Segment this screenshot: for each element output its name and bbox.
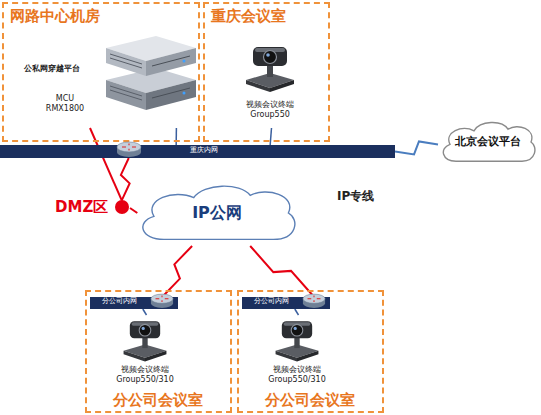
node-label: 分公司内网 [254,297,289,306]
connector [143,309,147,315]
node-label: 公私网穿越平台 [24,64,80,74]
room-title: 重庆会议室 [211,7,286,25]
node-label: 分公司内网 [102,297,137,306]
lan-bar: 分公司内网 [242,297,330,309]
room-title: 网路中心机房 [10,7,100,25]
room-title: 分公司会议室 [239,391,381,409]
mcu-icon [98,30,198,115]
camera-icon [270,315,324,365]
cloud-node: 北京会议平台 [438,118,538,166]
video-terminal: 视频会议终端 Group550/310 [110,315,183,387]
node-label: 北京会议平台 [455,135,521,148]
node-label: 视频会议终端 Group550 [225,100,315,119]
node-label: 重庆内网 [190,145,218,155]
video-terminal: 视频会议终端 Group550/310 [262,315,335,387]
cloud-node: IP公网 [134,180,300,246]
node-label: DMZ区 [55,198,108,216]
connector [130,208,137,213]
router-icon [150,293,174,310]
router-icon [116,141,142,159]
camera-icon [118,315,172,365]
dmz-point: DMZ区 [55,197,130,219]
node-label: IP公网 [192,203,242,222]
lan-bar: 分公司内网 [90,297,178,309]
connector [90,128,122,200]
room-box: 公私网穿越平台 MCU RMX1800 网路中心机房 [2,2,200,142]
node-label: 视频会议终端 Group550/310 [110,365,180,384]
connector [121,158,130,200]
connector [270,128,271,145]
lan-bar: 重庆内网 [0,145,395,158]
connector [395,141,438,154]
node-label: MCU RMX1800 [40,94,90,113]
connector [295,309,299,315]
connector [175,128,177,145]
room-box: 视频会议终端 Group550 重庆会议室 [203,2,330,142]
video-terminal: 视频会议终端 Group550 [225,40,318,128]
room-box: 分公司内网视频会议终端 Group550/310 分公司会议室 [85,290,232,413]
edge-label: IP专线 [337,188,374,205]
room-title: 分公司会议室 [87,391,229,409]
camera-icon [240,40,300,96]
mcu-device: 公私网穿越平台 MCU RMX1800 [18,28,198,128]
dmz-dot [114,199,130,215]
router-icon [302,293,326,310]
node-label: 视频会议终端 Group550/310 [262,365,332,384]
room-box: 分公司内网视频会议终端 Group550/310 分公司会议室 [237,290,384,413]
